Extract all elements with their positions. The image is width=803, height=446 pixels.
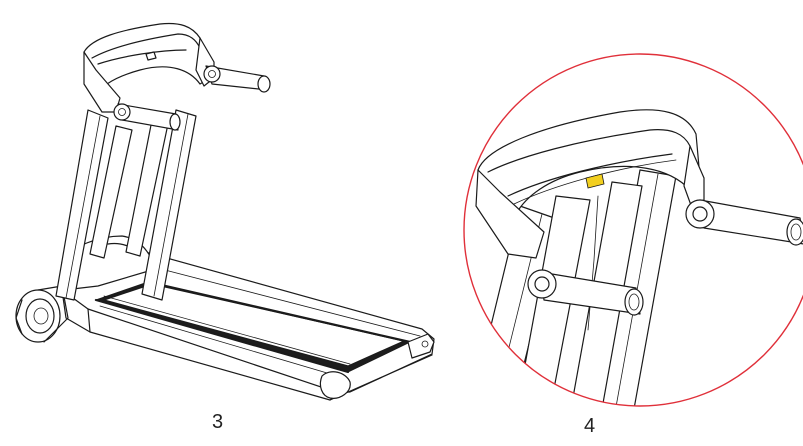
treadmill-drawing (15, 22, 435, 401)
figure-label-3: 3 (212, 411, 224, 433)
treadmill-console (83, 22, 215, 113)
detail-contents (469, 109, 803, 406)
console-detail-drawing (463, 53, 803, 407)
treadmill-handlebars (113, 65, 271, 131)
figure-label-4: 4 (584, 415, 596, 437)
callout-circle (463, 53, 803, 407)
treadmill-uprights (55, 109, 197, 301)
